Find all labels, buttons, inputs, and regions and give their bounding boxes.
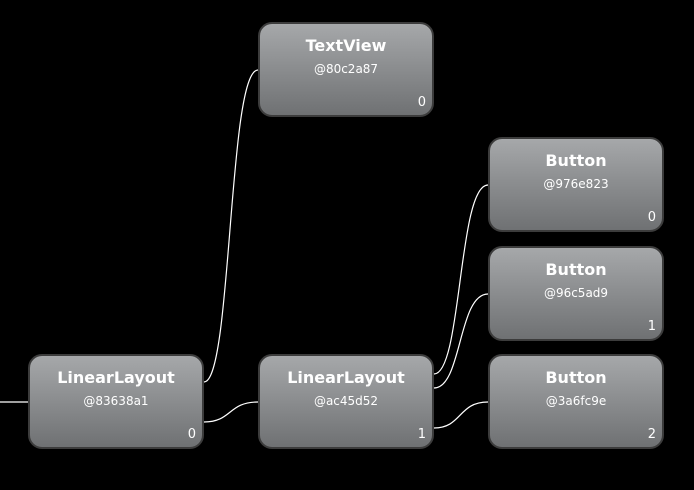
- node-class-name: LinearLayout: [287, 368, 405, 387]
- node-hash-id: @3a6fc9e: [545, 394, 607, 408]
- node-child-index: 0: [417, 95, 426, 110]
- connector-inner-to-button0: [433, 184, 489, 375]
- node-child-index: 0: [187, 427, 196, 442]
- node-child-index: 0: [647, 210, 656, 225]
- node-child-index: 1: [647, 319, 656, 334]
- node-class-name: Button: [545, 260, 607, 279]
- connector-inner-to-button1: [433, 293, 489, 389]
- connector-inner-to-button2: [433, 401, 489, 429]
- node-button-0[interactable]: Button @976e823 0: [488, 137, 664, 232]
- node-hash-id: @83638a1: [83, 394, 149, 408]
- node-class-name: Button: [545, 368, 607, 387]
- node-class-name: LinearLayout: [57, 368, 175, 387]
- node-class-name: TextView: [305, 36, 387, 55]
- node-linearlayout-inner[interactable]: LinearLayout @ac45d52 1: [258, 354, 434, 449]
- node-linearlayout-root[interactable]: LinearLayout @83638a1 0: [28, 354, 204, 449]
- connector-root-to-textview: [203, 69, 259, 383]
- node-button-1[interactable]: Button @96c5ad9 1: [488, 246, 664, 341]
- node-textview[interactable]: TextView @80c2a87 0: [258, 22, 434, 117]
- node-hash-id: @96c5ad9: [543, 286, 609, 300]
- node-hash-id: @80c2a87: [313, 62, 379, 76]
- node-class-name: Button: [545, 151, 607, 170]
- node-hash-id: @976e823: [543, 177, 609, 191]
- node-child-index: 2: [647, 427, 656, 442]
- connector-root-to-inner: [203, 401, 259, 423]
- node-hash-id: @ac45d52: [313, 394, 379, 408]
- node-button-2[interactable]: Button @3a6fc9e 2: [488, 354, 664, 449]
- node-child-index: 1: [417, 427, 426, 442]
